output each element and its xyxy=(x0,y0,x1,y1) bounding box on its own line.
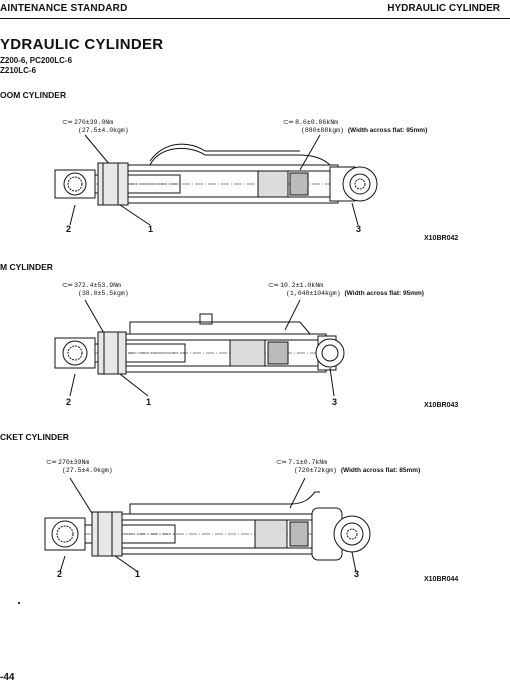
bucket-spec-right-line1: 7.1±0.7kNm xyxy=(288,459,328,466)
boom-label-3: 3 xyxy=(356,224,362,234)
arm-label-1: 1 xyxy=(146,397,152,407)
bucket-spec-right-note: (Width across flat: 85mm) xyxy=(340,467,421,474)
arm-figure-code: X10BR043 xyxy=(424,402,459,409)
arm-spec-right-note: (Width across flat: 95mm) xyxy=(344,290,424,297)
bucket-cylinder-drawing xyxy=(44,477,371,573)
torque-wrench-icon: ⊂═ xyxy=(283,118,294,126)
bucket-label-1: 1 xyxy=(135,569,141,579)
torque-wrench-icon: ⊂═ xyxy=(62,118,73,126)
page-header: AINTENANCE STANDARD HYDRAULIC CYLINDER xyxy=(0,0,510,19)
page-number: -44 xyxy=(0,672,15,683)
torque-wrench-icon: ⊂═ xyxy=(62,281,73,289)
boom-cylinder-drawing xyxy=(54,134,378,226)
boom-spec-right-line1: 8.6±0.86kNm xyxy=(295,119,339,126)
boom-cylinder-heading: OOM CYLINDER xyxy=(0,90,67,100)
boom-spec-right-line2: (880±88kgm) xyxy=(301,127,344,134)
arm-label-2: 2 xyxy=(66,397,72,407)
page-title: YDRAULIC CYLINDER xyxy=(0,36,164,53)
bucket-spec-left: ⊂═270±39Nm (27.5±4.0kgm) xyxy=(46,458,113,475)
torque-wrench-icon: ⊂═ xyxy=(276,458,287,466)
bucket-figure-code: X10BR044 xyxy=(424,576,459,583)
page-speck xyxy=(18,602,20,604)
bucket-label-2: 2 xyxy=(57,569,63,579)
arm-spec-right-line1: 10.2±1.0kNm xyxy=(280,282,324,289)
arm-spec-right-line2: (1,040±104kgm) xyxy=(286,290,341,297)
boom-figure-code: X10BR042 xyxy=(424,235,459,242)
bucket-spec-left-line1: 270±39Nm xyxy=(58,459,90,466)
header-left-text: AINTENANCE STANDARD xyxy=(0,3,128,14)
header-right-text: HYDRAULIC CYLINDER xyxy=(387,3,500,14)
bucket-label-3: 3 xyxy=(354,569,360,579)
boom-spec-right-note: (Width across flat: 95mm) xyxy=(347,127,428,134)
torque-wrench-icon: ⊂═ xyxy=(268,281,279,289)
model-line-2: Z210LC-6 xyxy=(0,66,37,75)
model-list: Z200-6, PC200LC-6 Z210LC-6 xyxy=(0,56,72,76)
arm-label-3: 3 xyxy=(332,397,338,407)
bucket-spec-right-line2: (720±72kgm) xyxy=(294,467,337,474)
bucket-spec-right: ⊂═7.1±0.7kNm (720±72kgm) (Width across f… xyxy=(276,458,420,475)
arm-spec-right: ⊂═10.2±1.0kNm (1,040±104kgm) (Width acro… xyxy=(268,281,424,298)
boom-label-2: 2 xyxy=(66,224,72,234)
arm-cylinder-drawing xyxy=(54,299,345,397)
arm-spec-left-line1: 372.4±53.9Nm xyxy=(74,282,121,289)
boom-spec-left-line2: (27.5±4.0kgm) xyxy=(78,127,129,134)
bucket-cylinder-heading: CKET CYLINDER xyxy=(0,432,69,442)
boom-spec-left: ⊂═270±39.0Nm (27.5±4.0kgm) xyxy=(62,118,129,135)
model-line-1: Z200-6, PC200LC-6 xyxy=(0,56,73,65)
arm-cylinder-heading: M CYLINDER xyxy=(0,262,53,272)
boom-label-1: 1 xyxy=(148,224,154,234)
arm-spec-left-line2: (38.0±5.5kgm) xyxy=(78,290,129,297)
arm-spec-left: ⊂═372.4±53.9Nm (38.0±5.5kgm) xyxy=(62,281,129,298)
torque-wrench-icon: ⊂═ xyxy=(46,458,57,466)
bucket-spec-left-line2: (27.5±4.0kgm) xyxy=(62,467,113,474)
boom-spec-left-line1: 270±39.0Nm xyxy=(74,119,114,126)
boom-spec-right: ⊂═8.6±0.86kNm (880±88kgm) (Width across … xyxy=(283,118,427,135)
